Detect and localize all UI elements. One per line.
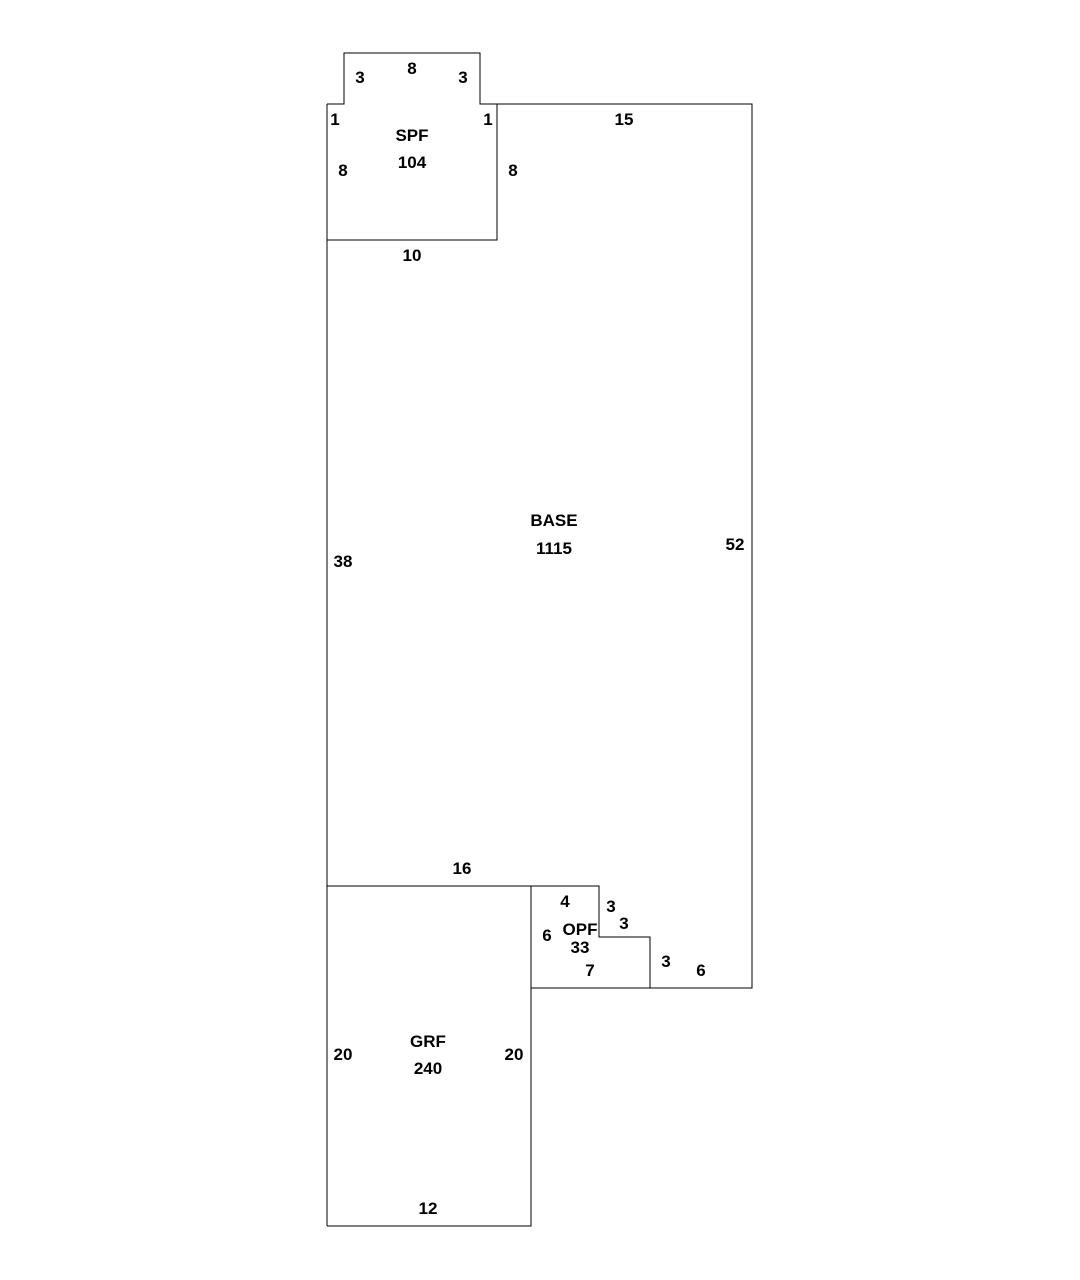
dim-spf-bump-left: 3 [355, 68, 365, 87]
base-area: 1115 [536, 539, 572, 558]
dim-spf-bump-top: 8 [407, 59, 417, 78]
dim-base-notch: 3 [661, 952, 671, 971]
dim-base-left: 38 [333, 552, 353, 571]
dim-opf-left: 6 [542, 926, 552, 945]
dim-opf-bottom: 7 [585, 961, 595, 980]
grf-outline [327, 886, 532, 1227]
dim-opf-step-h: 3 [619, 914, 629, 933]
base-outline [497, 103, 753, 989]
spf-area: 104 [397, 153, 427, 172]
dim-spf-left-step: 1 [330, 110, 340, 129]
spf-label: SPF [395, 126, 429, 145]
opf-outline [327, 885, 651, 988]
grf-label: GRF [410, 1032, 446, 1051]
opf-label: OPF [562, 920, 598, 939]
spf-outline [327, 52, 498, 241]
base-label: BASE [530, 511, 578, 530]
dim-spf-right: 8 [508, 161, 518, 180]
opf-area: 33 [570, 938, 590, 957]
dim-base-top: 15 [614, 110, 634, 129]
grf-area: 240 [413, 1059, 443, 1078]
dim-grf-left: 20 [333, 1045, 353, 1064]
dim-opf-top: 4 [560, 892, 570, 911]
dim-spf-left: 8 [338, 161, 348, 180]
dim-spf-bottom: 10 [402, 246, 422, 265]
dim-spf-right-step: 1 [483, 110, 493, 129]
dim-spf-bump-right: 3 [458, 68, 468, 87]
dim-base-bottom: 6 [696, 961, 706, 980]
dim-base-lower: 16 [452, 859, 472, 878]
dim-grf-bottom: 12 [418, 1199, 438, 1218]
dim-opf-step-v: 3 [606, 897, 616, 916]
dim-base-right: 52 [725, 535, 745, 554]
dim-grf-right: 20 [504, 1045, 524, 1064]
